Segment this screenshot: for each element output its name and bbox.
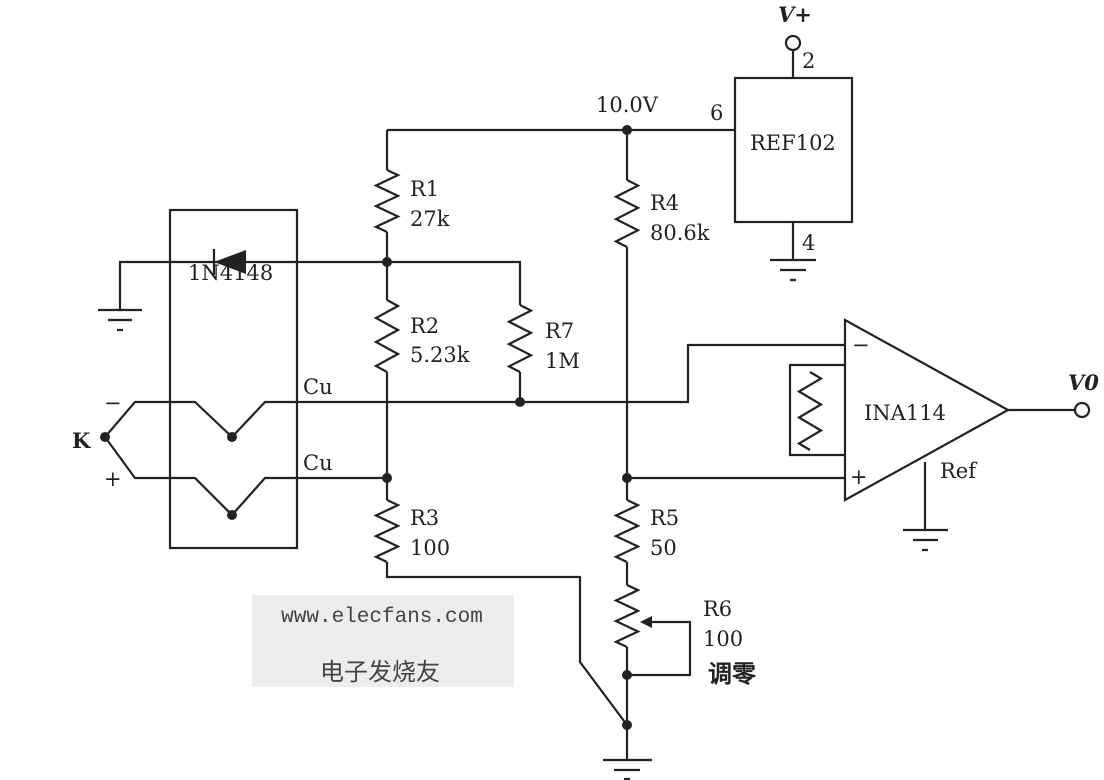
r2-name: R2	[410, 314, 439, 338]
junction-dots	[100, 125, 632, 730]
pin4-label: 4	[802, 231, 815, 255]
r3-value: 100	[410, 536, 450, 560]
cu-bottom-label: Cu	[303, 451, 333, 475]
r7-value: 1M	[545, 349, 580, 373]
cold-junction-box	[168, 208, 299, 550]
r6-wiper-arrow-icon	[640, 616, 652, 628]
vplus-label: V+	[778, 2, 812, 27]
vplus-terminal	[784, 34, 802, 52]
amp-minus-label: −	[852, 333, 870, 357]
r1-resistor-icon	[373, 169, 401, 233]
diode-label: 1N4148	[188, 261, 273, 285]
output-terminal	[1073, 401, 1091, 419]
ground-icon	[98, 258, 948, 780]
watermark-box	[252, 595, 514, 687]
r2-resistor-icon	[373, 299, 401, 373]
r6-resistor-icon	[613, 584, 641, 648]
watermark-url: www.elecfans.com	[281, 606, 483, 629]
r4-value: 80.6k	[650, 221, 710, 245]
ref102-label: REF102	[750, 131, 836, 155]
r2-value: 5.23k	[410, 343, 470, 367]
r5-value: 50	[650, 536, 677, 560]
thermocouple-label: K	[72, 428, 91, 453]
r5-name: R5	[650, 506, 679, 530]
output-label: V0	[1068, 370, 1099, 395]
r4-name: R4	[650, 191, 679, 215]
r1-value: 27k	[410, 207, 450, 231]
amp-name-label: INA114	[864, 401, 946, 425]
ref-voltage-label: 10.0V	[596, 93, 659, 117]
resistor-symbols	[373, 169, 824, 648]
r5-resistor-icon	[613, 499, 641, 563]
pin2-label: 2	[802, 49, 815, 73]
r6-name: R6	[703, 597, 732, 621]
ref102-chip	[733, 76, 854, 224]
amp-ref-label: Ref	[940, 459, 978, 483]
gain-resistor-resistor-icon	[796, 371, 824, 451]
amp-plus-label: +	[850, 465, 868, 489]
r6-value: 100	[703, 627, 743, 651]
tc-minus-label: −	[104, 391, 122, 415]
r1-name: R1	[410, 177, 439, 201]
pin6-label: 6	[710, 101, 723, 125]
r7-name: R7	[545, 319, 574, 343]
r4-resistor-icon	[613, 179, 641, 248]
watermark-brand: 电子发烧友	[320, 658, 440, 686]
ina114-amplifier	[843, 318, 1011, 502]
tc-plus-label: +	[104, 467, 122, 491]
diode-icon	[212, 249, 246, 275]
r6-note: 调零	[708, 660, 757, 688]
r7-resistor-icon	[506, 304, 534, 373]
r3-name: R3	[410, 506, 439, 530]
cu-top-label: Cu	[303, 375, 333, 399]
r3-resistor-icon	[373, 499, 401, 563]
